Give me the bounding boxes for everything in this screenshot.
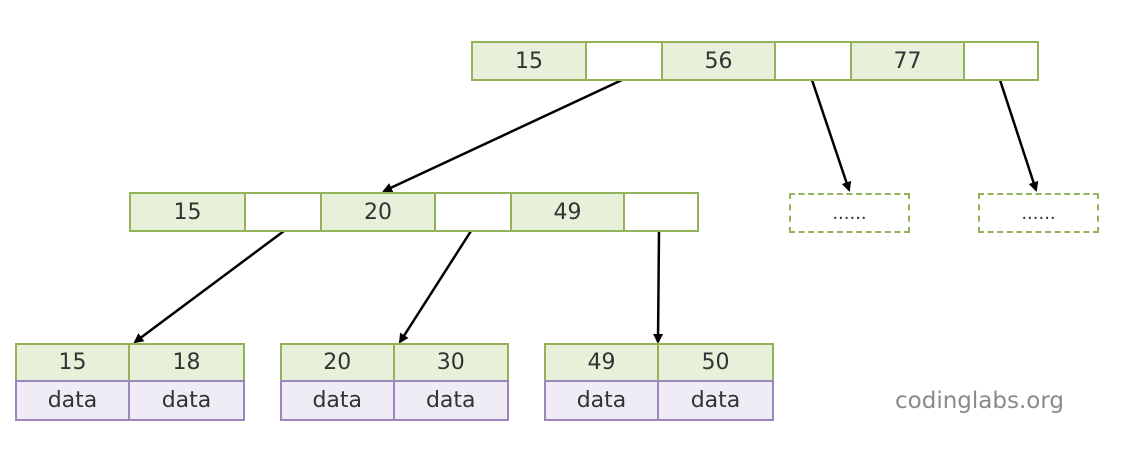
watermark-text: codinglabs.org — [895, 388, 1064, 414]
internal-pointer — [246, 194, 322, 230]
internal-pointer — [625, 194, 697, 230]
leaf-key: 15 — [15, 343, 130, 382]
leaf-data: data — [15, 380, 130, 421]
placeholder-node: ...... — [978, 193, 1099, 233]
leaf-node: 49 50 data data — [544, 343, 774, 421]
arrow-root-to-internal — [382, 78, 623, 193]
arrow-root-to-placeholder-1 — [810, 79, 852, 192]
internal-key: 15 — [131, 194, 246, 230]
internal-node: 15 20 49 — [129, 192, 699, 232]
root-pointer — [965, 43, 1037, 79]
leaf-key: 50 — [659, 343, 774, 382]
root-pointer — [776, 43, 852, 79]
leaf-node: 20 30 data data — [280, 343, 509, 421]
leaf-data: data — [544, 380, 659, 421]
leaf-data: data — [130, 380, 245, 421]
root-key: 77 — [852, 43, 965, 79]
arrow-internal-to-leaf-3 — [653, 230, 664, 344]
leaf-data: data — [394, 380, 509, 421]
root-key: 56 — [663, 43, 776, 79]
leaf-key: 49 — [544, 343, 659, 382]
leaf-key: 18 — [130, 343, 245, 382]
internal-key: 20 — [322, 194, 436, 230]
arrow-root-to-placeholder-2 — [998, 79, 1039, 192]
leaf-key: 20 — [280, 343, 395, 382]
leaf-data: data — [280, 380, 395, 421]
root-key: 15 — [473, 43, 587, 79]
internal-pointer — [436, 194, 512, 230]
root-pointer — [587, 43, 663, 79]
internal-key: 49 — [512, 194, 625, 230]
placeholder-node: ...... — [789, 193, 910, 233]
leaf-node: 15 18 data data — [15, 343, 245, 421]
root-node: 15 56 77 — [471, 41, 1039, 81]
arrow-internal-to-leaf-1 — [133, 229, 285, 344]
arrow-internal-to-leaf-2 — [398, 230, 473, 344]
leaf-data: data — [659, 380, 774, 421]
leaf-key: 30 — [394, 343, 509, 382]
